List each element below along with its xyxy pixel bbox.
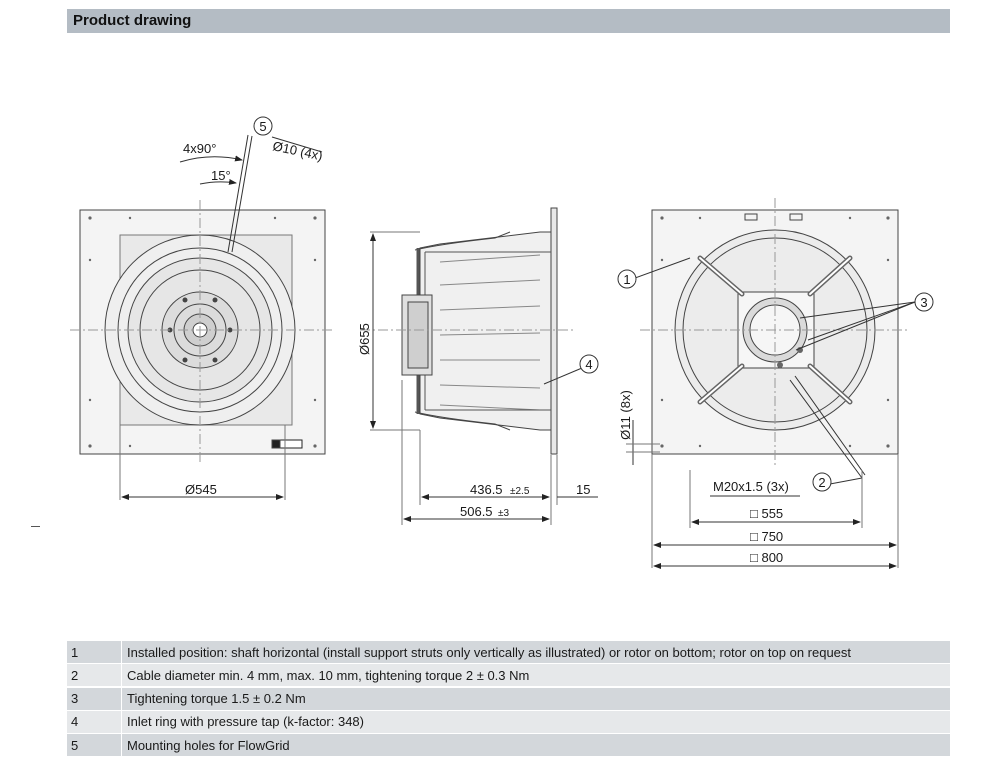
note-text: Tightening torque 1.5 ± 0.2 Nm xyxy=(127,691,306,707)
dim-545: Ø545 xyxy=(185,482,217,497)
note-row: 3 Tightening torque 1.5 ± 0.2 Nm xyxy=(67,687,950,710)
note-row: 5 Mounting holes for FlowGrid xyxy=(67,734,950,757)
note-number: 1 xyxy=(67,641,122,663)
note-row: 1 Installed position: shaft horizontal (… xyxy=(67,641,950,663)
dim-750: □ 750 xyxy=(750,529,783,544)
note-number: 3 xyxy=(67,687,122,710)
dim-506: 506.5 xyxy=(460,504,493,519)
callout-1: 1 xyxy=(623,272,630,287)
callout-4: 4 xyxy=(585,357,592,372)
note-number: 5 xyxy=(67,734,122,757)
callout-2: 2 xyxy=(818,475,825,490)
note-row: 2 Cable diameter min. 4 mm, max. 10 mm, … xyxy=(67,664,950,687)
callout-3: 3 xyxy=(920,295,927,310)
side-view xyxy=(360,207,598,525)
dim-436: 436.5 xyxy=(470,482,503,497)
angle-small-label: 15° xyxy=(211,168,231,183)
dim-436-tol: ±2.5 xyxy=(510,486,530,497)
dim-15: 15 xyxy=(576,482,590,497)
dim-800: □ 800 xyxy=(750,550,783,565)
note-text: Cable diameter min. 4 mm, max. 10 mm, ti… xyxy=(127,667,530,683)
note-number: 4 xyxy=(67,710,122,733)
note-text: Mounting holes for FlowGrid xyxy=(127,737,290,753)
section-title: Product drawing xyxy=(73,12,192,29)
note-text: Inlet ring with pressure tap (k-factor: … xyxy=(127,714,364,730)
front-view xyxy=(70,134,335,500)
hole-label-rear: Ø11 (8x) xyxy=(618,390,633,440)
angle-label: 4x90° xyxy=(183,141,216,156)
notes-table: 1 Installed position: shaft horizontal (… xyxy=(67,641,950,757)
note-row: 4 Inlet ring with pressure tap (k-factor… xyxy=(67,710,950,733)
callout-5: 5 xyxy=(259,119,266,134)
dim-655: Ø655 xyxy=(357,323,372,355)
callout-5-circle xyxy=(253,116,273,136)
note-text: Installed position: shaft horizontal (in… xyxy=(127,644,852,660)
hole-label-front: Ø10 (4x) xyxy=(271,138,324,163)
dim-555: □ 555 xyxy=(750,506,783,521)
thread-label: M20x1.5 (3x) xyxy=(713,479,789,494)
note-number: 2 xyxy=(67,664,122,687)
margin-mark xyxy=(31,526,40,527)
dim-506-tol: ±3 xyxy=(498,508,509,519)
product-drawing: 5 4x90° 15° Ø10 (4x) Ø545 xyxy=(70,116,934,569)
section-header: Product drawing xyxy=(67,9,950,33)
rear-view xyxy=(626,198,916,569)
